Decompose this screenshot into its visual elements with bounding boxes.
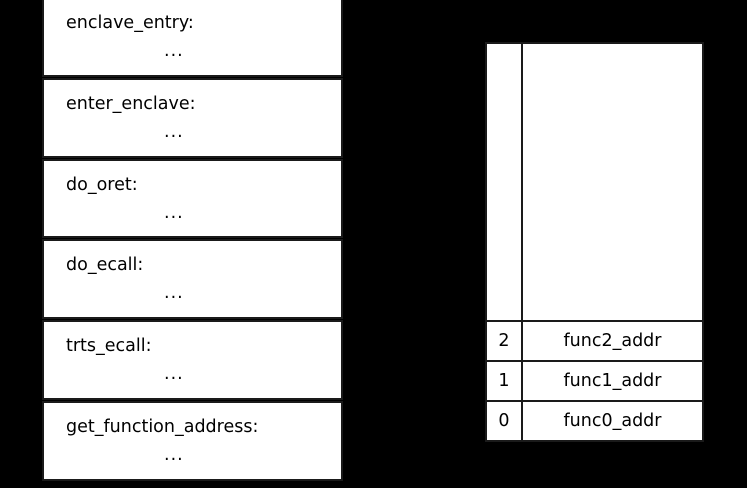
code-block-body-ellipsis: ... bbox=[164, 41, 184, 61]
table-cell-index bbox=[485, 42, 523, 322]
code-block: do_oret: ... bbox=[42, 158, 343, 239]
code-block-label: get_function_address: bbox=[66, 417, 259, 438]
table-cell-index: 1 bbox=[485, 362, 523, 402]
code-block: do_ecall: ... bbox=[42, 239, 343, 320]
code-block-body-ellipsis: ... bbox=[164, 121, 184, 142]
code-block-body-ellipsis: ... bbox=[164, 445, 184, 466]
code-block: enter_enclave: ... bbox=[42, 77, 343, 158]
table-row: 2 func2_addr bbox=[485, 322, 704, 362]
code-block-body-ellipsis: ... bbox=[164, 283, 184, 304]
code-block-body-ellipsis: ... bbox=[164, 364, 184, 385]
table-cell-value bbox=[523, 42, 704, 322]
code-block-body-ellipsis: ... bbox=[164, 202, 184, 223]
table-cell-value: func2_addr bbox=[523, 322, 704, 362]
table-row: 1 func1_addr bbox=[485, 362, 704, 402]
code-block: enclave_entry: ... bbox=[42, 0, 343, 77]
code-block-label: do_oret: bbox=[66, 174, 138, 195]
table-row: 0 func0_addr bbox=[485, 402, 704, 442]
table-cell-value: func1_addr bbox=[523, 362, 704, 402]
code-block: get_function_address: ... bbox=[42, 401, 343, 481]
code-block-label: enclave_entry: bbox=[66, 13, 194, 33]
code-block-label: do_ecall: bbox=[66, 255, 144, 276]
table-cell-index: 2 bbox=[485, 322, 523, 362]
code-block-label: trts_ecall: bbox=[66, 336, 152, 357]
table-cell-value: func0_addr bbox=[523, 402, 704, 442]
enclave-code-layout-panel: enclave_entry: ... enter_enclave: ... do… bbox=[42, 0, 343, 481]
table-cell-index: 0 bbox=[485, 402, 523, 442]
code-block: trts_ecall: ... bbox=[42, 320, 343, 401]
table-row-empty bbox=[485, 42, 704, 322]
code-block-label: enter_enclave: bbox=[66, 93, 196, 114]
function-address-table: 2 func2_addr 1 func1_addr 0 func0_addr bbox=[485, 42, 704, 442]
